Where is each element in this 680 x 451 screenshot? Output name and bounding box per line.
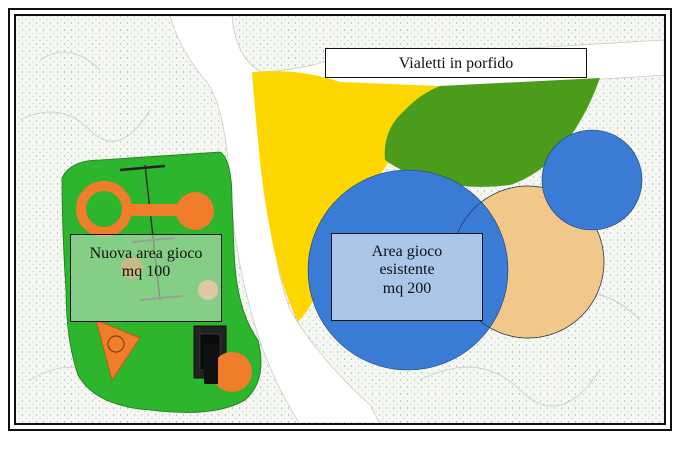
spring-seesaw-bar bbox=[122, 204, 194, 216]
slide-body bbox=[204, 344, 218, 384]
existing-play-area-line1: Area gioco bbox=[371, 243, 443, 260]
spring-ride-1 bbox=[176, 192, 214, 230]
existing-play-area-line3: mq 200 bbox=[382, 279, 432, 297]
small-blue-circle bbox=[541, 129, 643, 231]
existing-play-area-line2: esistente bbox=[379, 261, 435, 279]
paths-label-text: Vialetti in porfido bbox=[398, 55, 514, 72]
carousel-center bbox=[91, 196, 117, 222]
new-play-area-line2: mq 100 bbox=[121, 263, 171, 281]
climber-detail bbox=[107, 335, 125, 353]
swing-bar-top bbox=[119, 164, 166, 172]
paths-label: Vialetti in porfido bbox=[325, 48, 587, 78]
new-play-area-line1: Nuova area gioco bbox=[89, 245, 203, 262]
slide-disc bbox=[212, 352, 252, 392]
existing-play-area-label: Area gioco esistente mq 200 bbox=[331, 233, 483, 321]
triangle-climber bbox=[95, 319, 141, 382]
new-play-area-label: Nuova area gioco mq 100 bbox=[70, 234, 222, 322]
outer-frame bbox=[8, 8, 672, 431]
